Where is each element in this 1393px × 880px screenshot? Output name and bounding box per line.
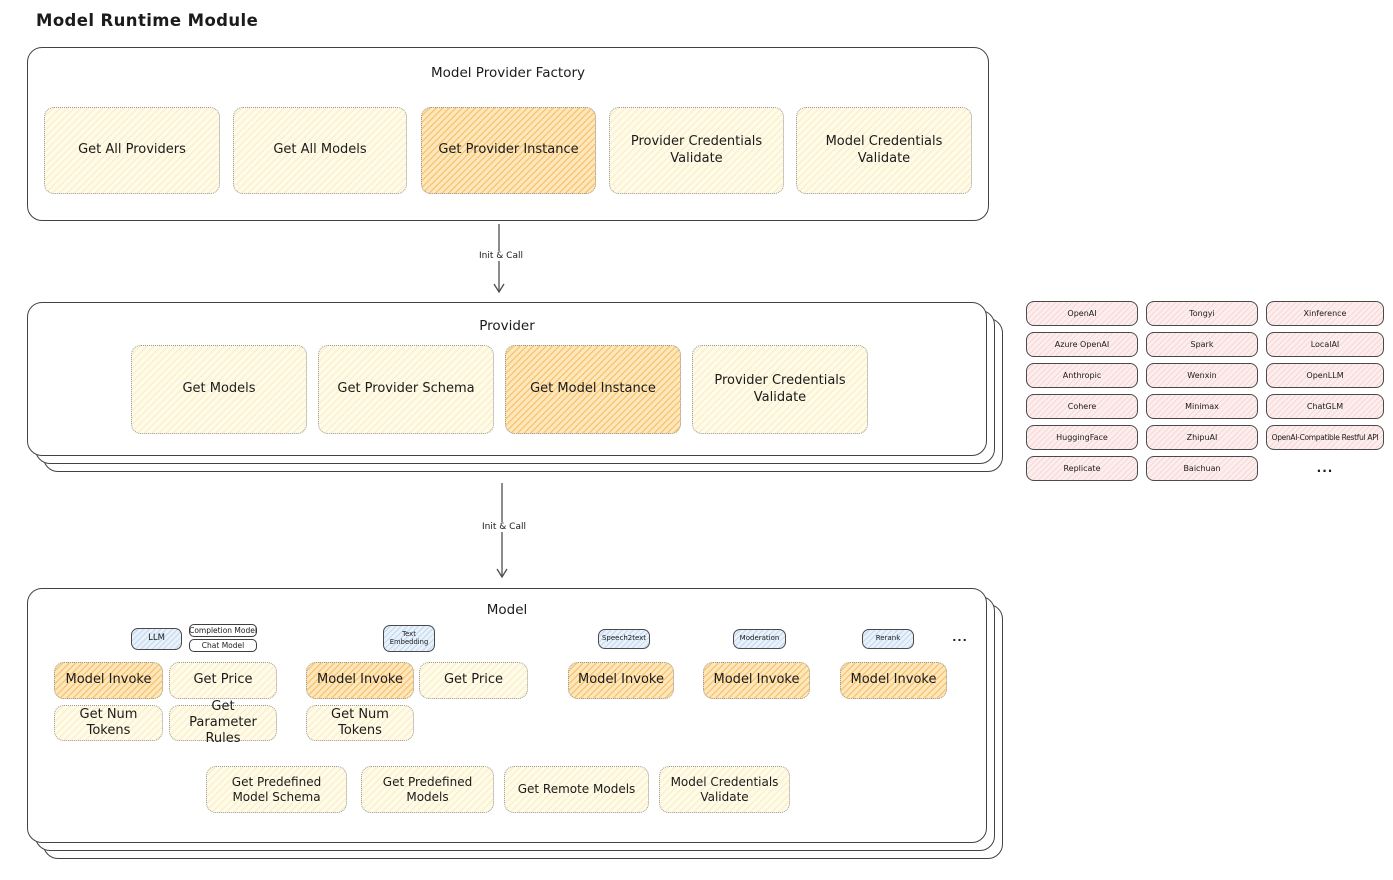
provider-item-cohere: Cohere [1026, 394, 1138, 419]
provider-panel: Provider Get Models Get Provider Schema … [27, 302, 987, 456]
provider-list: OpenAI Tongyi Xinference Azure OpenAI Sp… [1026, 301, 1384, 481]
factory-box-get-all-providers: Get All Providers [44, 107, 220, 194]
model-tabs-ellipsis: ... [952, 631, 968, 644]
provider-box-get-models: Get Models [131, 345, 307, 434]
moderation-box-model-invoke: Model Invoke [703, 662, 810, 699]
provider-list-ellipsis: ... [1316, 460, 1334, 475]
text-embedding-box-model-invoke: Model Invoke [306, 662, 414, 699]
model-box-get-predefined-models: Get Predefined Models [361, 766, 494, 813]
provider-title: Provider [479, 318, 535, 334]
factory-box-get-provider-instance: Get Provider Instance [421, 107, 596, 194]
provider-item-anthropic: Anthropic [1026, 363, 1138, 388]
factory-box-model-credentials-validate: Model Credentials Validate [796, 107, 972, 194]
provider-item-openllm: OpenLLM [1266, 363, 1384, 388]
tab-text-embedding: Text Embedding [383, 625, 435, 652]
provider-box-get-provider-schema: Get Provider Schema [318, 345, 494, 434]
provider-item-zhipuai: ZhipuAI [1146, 425, 1258, 450]
text-embedding-box-get-num-tokens: Get Num Tokens [306, 705, 414, 741]
provider-item-tongyi: Tongyi [1146, 301, 1258, 326]
llm-box-get-num-tokens: Get Num Tokens [54, 705, 163, 741]
provider-item-openai-compatible-restful-api: OpenAI-Compatible Restful API [1266, 425, 1384, 450]
tab-chat-model: Chat Model [189, 639, 257, 652]
llm-box-get-parameter-rules: Get Parameter Rules [169, 699, 277, 746]
rerank-box-model-invoke: Model Invoke [840, 662, 947, 699]
llm-box-model-invoke: Model Invoke [54, 662, 163, 699]
factory-panel: Model Provider Factory Get All Providers… [27, 47, 989, 221]
provider-box-provider-credentials-validate: Provider Credentials Validate [692, 345, 868, 434]
provider-item-localai: LocalAI [1266, 332, 1384, 357]
tab-rerank: Rerank [862, 629, 914, 649]
factory-box-provider-credentials-validate: Provider Credentials Validate [609, 107, 784, 194]
provider-item-chatglm: ChatGLM [1266, 394, 1384, 419]
arrow-provider-to-model [496, 483, 508, 579]
provider-item-wenxin: Wenxin [1146, 363, 1258, 388]
llm-box-get-price: Get Price [169, 662, 277, 699]
provider-item-openai: OpenAI [1026, 301, 1138, 326]
provider-item-replicate: Replicate [1026, 456, 1138, 481]
model-box-model-credentials-validate: Model Credentials Validate [659, 766, 790, 813]
tab-speech2text: Speech2text [598, 629, 650, 649]
provider-item-baichuan: Baichuan [1146, 456, 1258, 481]
factory-box-get-all-models: Get All Models [233, 107, 407, 194]
tab-moderation: Moderation [733, 629, 786, 649]
provider-item-azure-openai: Azure OpenAI [1026, 332, 1138, 357]
tab-completion-model: Completion Model [189, 624, 257, 637]
speech2text-box-model-invoke: Model Invoke [568, 662, 674, 699]
provider-item-xinference: Xinference [1266, 301, 1384, 326]
factory-title: Model Provider Factory [430, 65, 585, 81]
provider-item-minimax: Minimax [1146, 394, 1258, 419]
arrow-label-init-call-1: Init & Call [470, 251, 532, 261]
arrow-label-init-call-2: Init & Call [473, 522, 535, 532]
provider-item-huggingface: HuggingFace [1026, 425, 1138, 450]
model-title: Model [486, 602, 528, 618]
page-title: Model Runtime Module [36, 11, 259, 30]
model-box-get-remote-models: Get Remote Models [504, 766, 649, 813]
provider-box-get-model-instance: Get Model Instance [505, 345, 681, 434]
tab-llm: LLM [131, 628, 182, 650]
model-box-get-predefined-model-schema: Get Predefined Model Schema [206, 766, 347, 813]
text-embedding-box-get-price: Get Price [419, 662, 528, 699]
provider-item-spark: Spark [1146, 332, 1258, 357]
model-panel: Model LLM Completion Model Chat Model Te… [27, 588, 987, 843]
